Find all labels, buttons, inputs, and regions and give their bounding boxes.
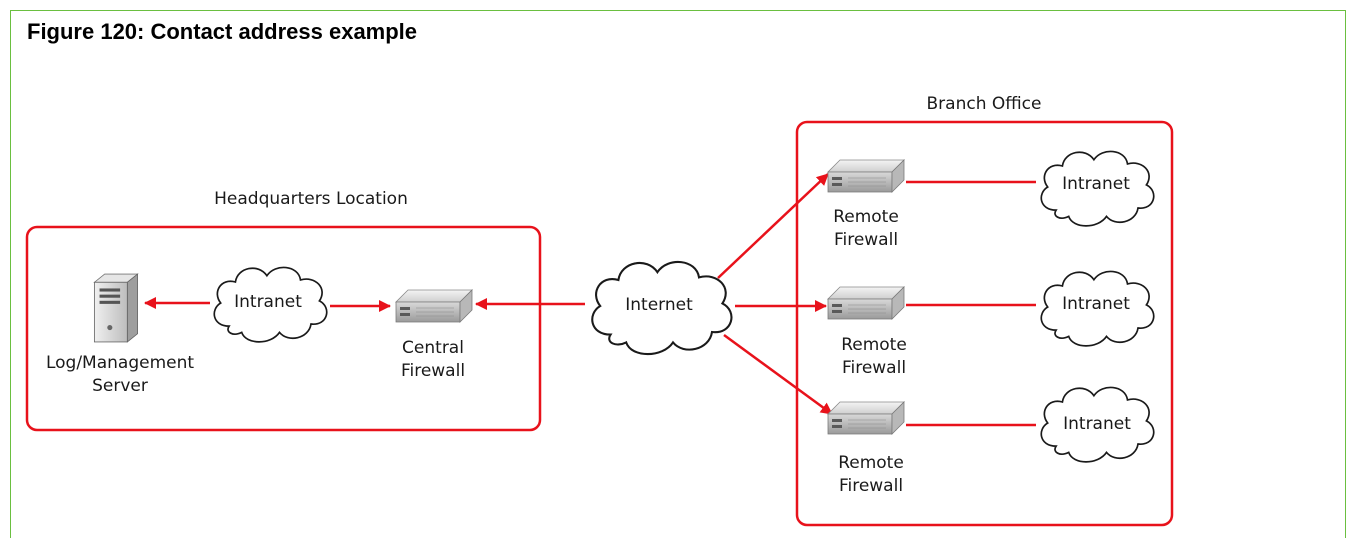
- remote-firewall-2-label-line1: Remote: [841, 335, 907, 355]
- remote-firewall-3-label-line1: Remote: [838, 453, 904, 473]
- branch-office-zone: [795, 120, 1174, 527]
- headquarters-zone: [25, 225, 542, 432]
- branch-intranet-3-label: Intranet: [1063, 414, 1131, 434]
- rack-firewall-icon: [827, 159, 905, 193]
- link-internet-to-remote-firewall-3: [723, 333, 833, 416]
- remote-firewall-3-label-line2: Firewall: [839, 476, 903, 496]
- remote-firewall-2-label-line2: Firewall: [842, 358, 906, 378]
- hq-intranet-label: Intranet: [234, 292, 302, 312]
- server-label-line2: Server: [92, 376, 148, 396]
- rack-firewall-icon: [395, 289, 473, 323]
- figure-frame: [10, 10, 1346, 538]
- rack-firewall-icon: [827, 401, 905, 435]
- internet-label: Internet: [625, 295, 693, 315]
- rack-firewall-icon: [827, 286, 905, 320]
- headquarters-title: Headquarters Location: [214, 189, 408, 209]
- branch-intranet-2-label: Intranet: [1062, 294, 1130, 314]
- link-internet-to-remote-firewall-1: [717, 173, 829, 279]
- branch-intranet-1-label: Intranet: [1062, 174, 1130, 194]
- branch-office-title: Branch Office: [927, 94, 1042, 114]
- figure-caption: Figure 120: Contact address example: [27, 19, 418, 44]
- server-tower-icon: [93, 273, 139, 343]
- central-firewall-label-line2: Firewall: [401, 361, 465, 381]
- network-links: [144, 173, 1036, 427]
- server-label-line1: Log/Management: [46, 353, 194, 373]
- remote-firewall-1-label-line2: Firewall: [834, 230, 898, 250]
- remote-firewall-1-label-line1: Remote: [833, 207, 899, 227]
- central-firewall-label-line1: Central: [402, 338, 464, 358]
